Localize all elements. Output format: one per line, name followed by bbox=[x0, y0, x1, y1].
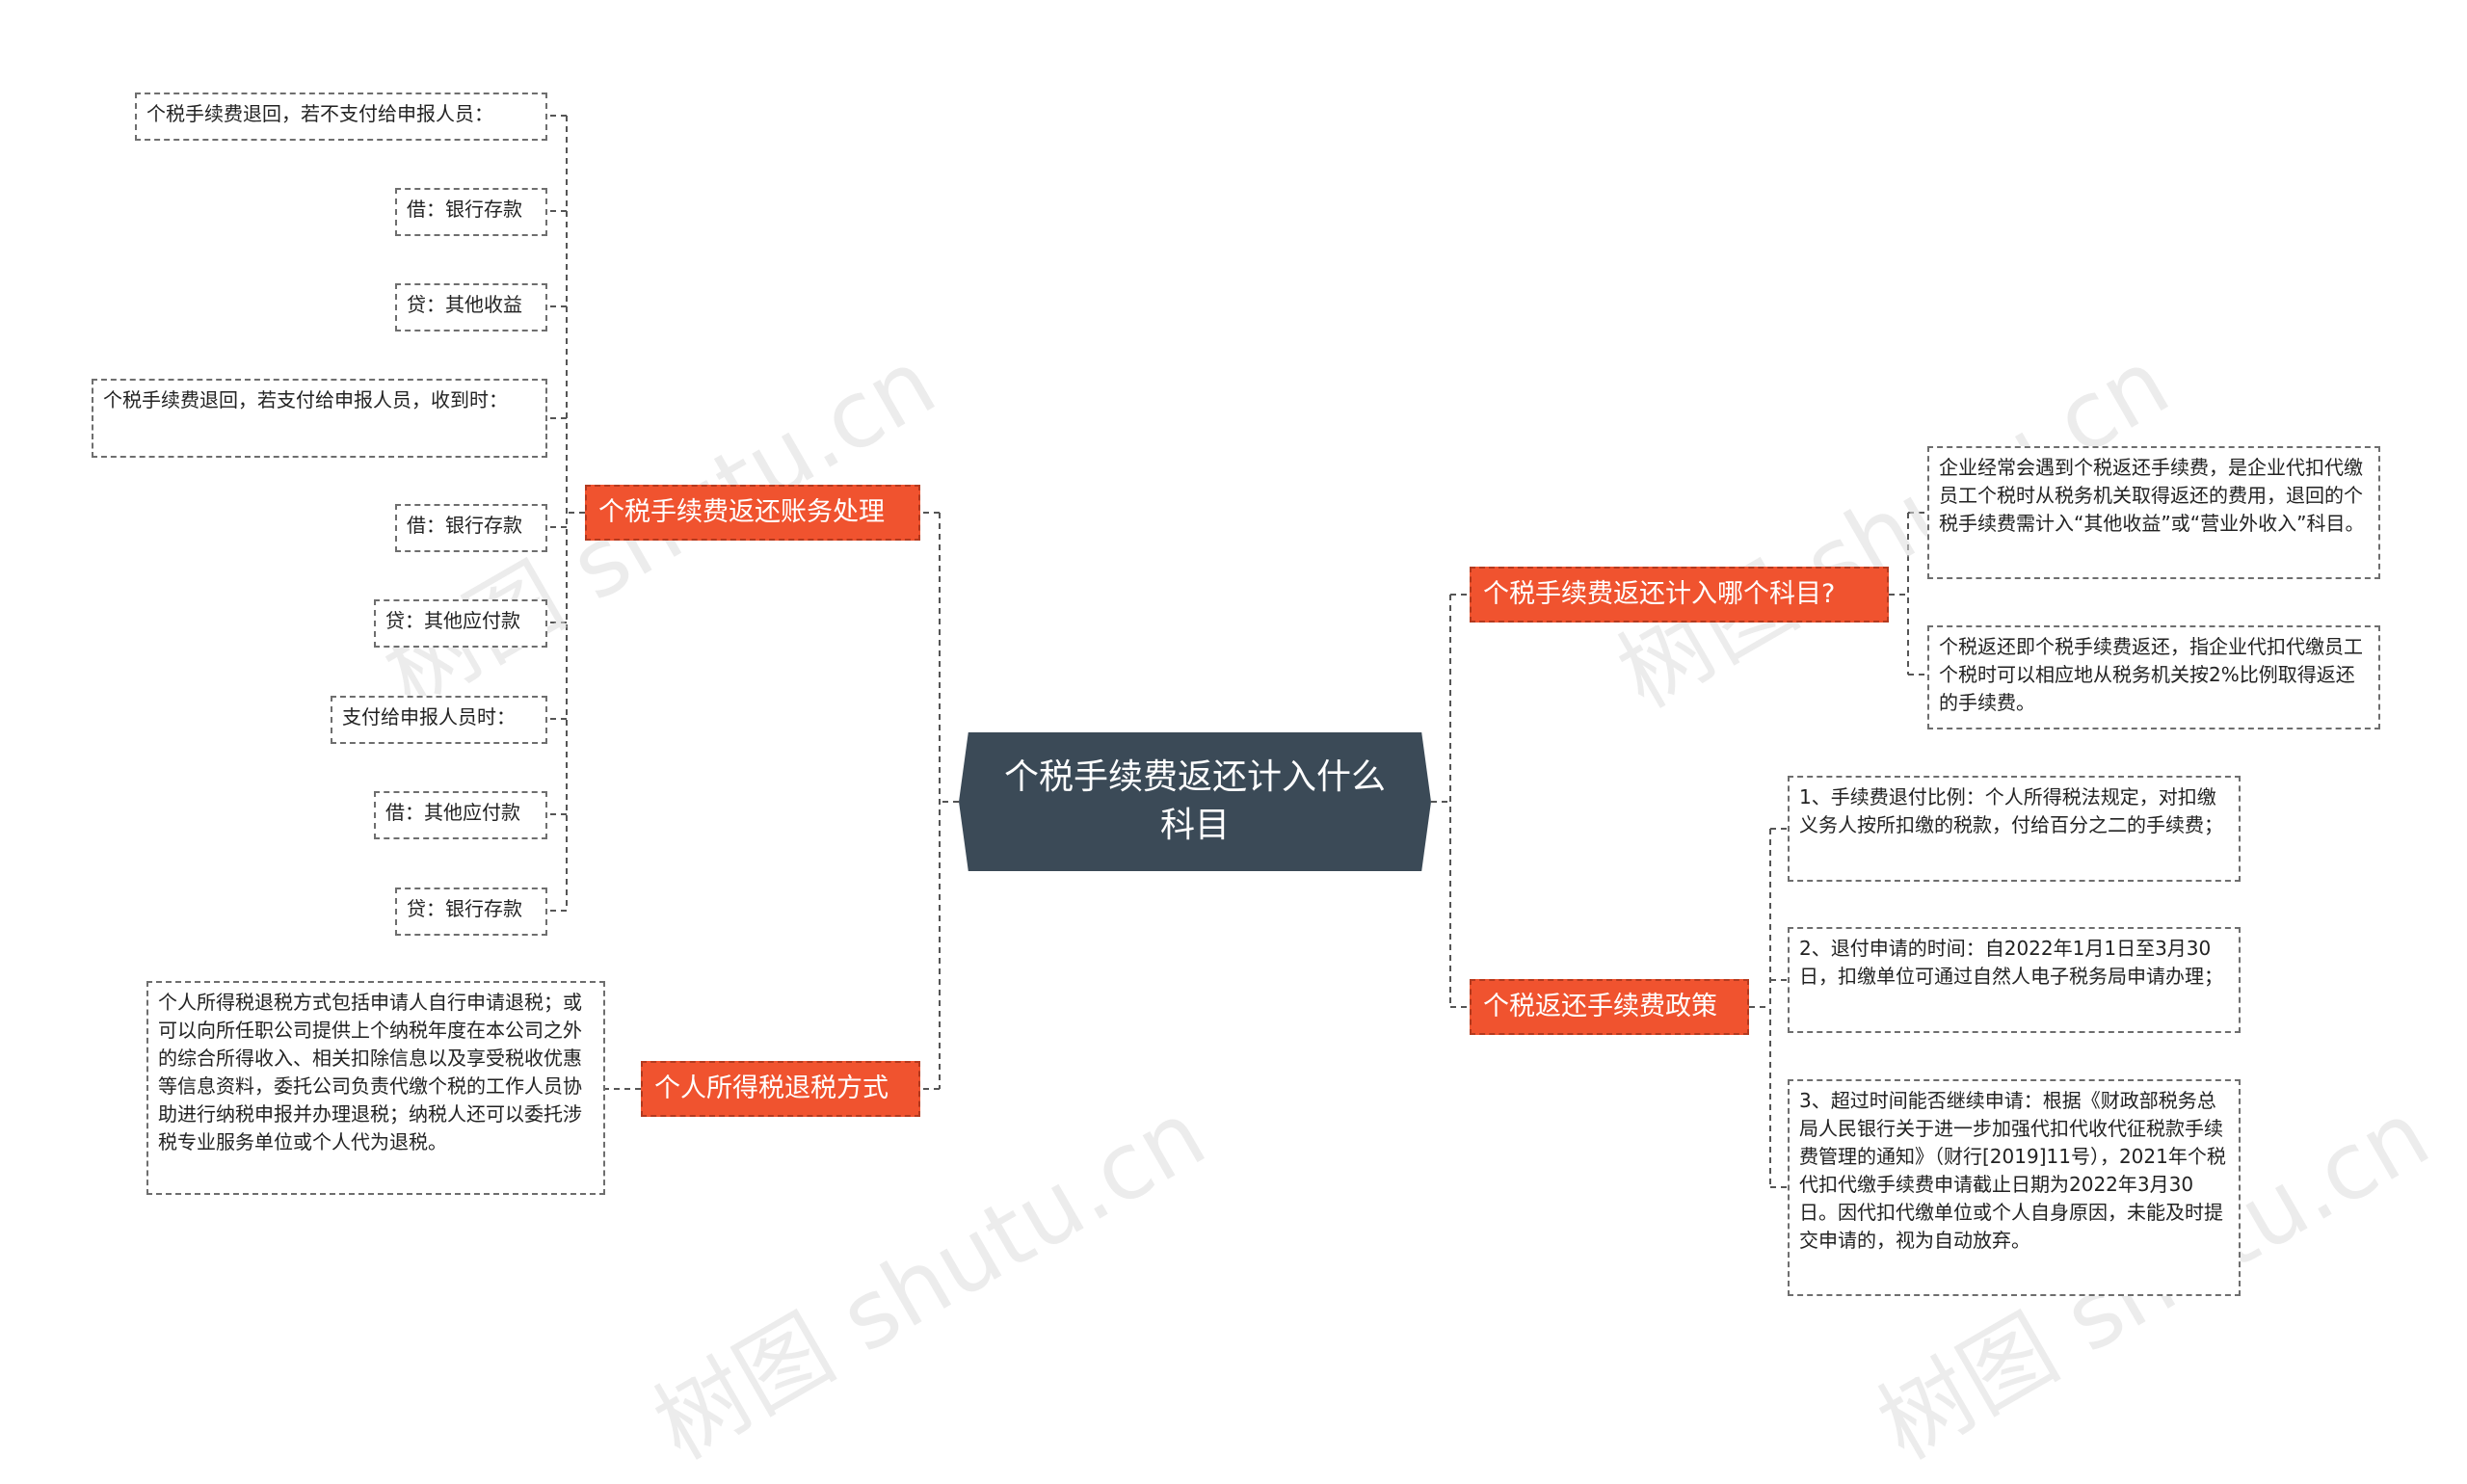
root-topic[interactable]: 个税手续费返还计入什么科目 bbox=[959, 732, 1431, 871]
leaf-accounting-6[interactable]: 贷：其他应付款 bbox=[374, 599, 547, 648]
leaf-accounting-1[interactable]: 个税手续费退回，若不支付给申报人员： bbox=[135, 93, 547, 141]
leaf-accounting-2[interactable]: 借：银行存款 bbox=[395, 188, 547, 236]
leaf-refund-method[interactable]: 个人所得税退税方式包括申请人自行申请退税；或可以向所任职公司提供上个纳税年度在本… bbox=[146, 981, 605, 1195]
leaf-subject-2[interactable]: 个税返还即个税手续费返还，指企业代扣代缴员工个税时可以相应地从税务机关按2%比例… bbox=[1927, 625, 2380, 729]
branch-account-subject[interactable]: 个税手续费返还计入哪个科目? bbox=[1470, 567, 1889, 623]
connector-lines bbox=[547, 115, 1927, 1188]
branch-refund-method[interactable]: 个人所得税退税方式 bbox=[641, 1061, 920, 1117]
leaf-accounting-7[interactable]: 支付给申报人员时： bbox=[331, 696, 547, 744]
branch-accounting-label: 个税手续费返还账务处理 bbox=[598, 497, 885, 527]
leaf-policy-3[interactable]: 3、超过时间能否继续申请：根据《财政部税务总局人民银行关于进一步加强代扣代收代征… bbox=[1788, 1079, 2241, 1296]
leaf-policy-2[interactable]: 2、退付申请的时间：自2022年1月1日至3月30日，扣缴单位可通过自然人电子税… bbox=[1788, 927, 2241, 1033]
leaf-accounting-8[interactable]: 借：其他应付款 bbox=[374, 791, 547, 839]
leaf-accounting-5[interactable]: 借：银行存款 bbox=[395, 504, 547, 552]
branch-policy[interactable]: 个税返还手续费政策 bbox=[1470, 979, 1749, 1035]
leaf-policy-1[interactable]: 1、手续费退付比例：个人所得税法规定，对扣缴义务人按所扣缴的税款，付给百分之二的… bbox=[1788, 776, 2241, 882]
leaf-subject-1[interactable]: 企业经常会遇到个税返还手续费，是企业代扣代缴员工个税时从税务机关取得返还的费用，… bbox=[1927, 446, 2380, 579]
branch-accounting[interactable]: 个税手续费返还账务处理 bbox=[585, 485, 920, 541]
root-topic-label: 个税手续费返还计入什么科目 bbox=[1003, 757, 1386, 845]
branch-refund-method-label: 个人所得税退税方式 bbox=[654, 1073, 889, 1103]
leaf-accounting-3[interactable]: 贷：其他收益 bbox=[395, 283, 547, 331]
leaf-accounting-9[interactable]: 贷：银行存款 bbox=[395, 888, 547, 936]
leaf-accounting-4[interactable]: 个税手续费退回，若支付给申报人员，收到时： bbox=[92, 379, 547, 458]
branch-account-subject-label: 个税手续费返还计入哪个科目? bbox=[1483, 579, 1836, 609]
branch-policy-label: 个税返还手续费政策 bbox=[1483, 992, 1717, 1021]
